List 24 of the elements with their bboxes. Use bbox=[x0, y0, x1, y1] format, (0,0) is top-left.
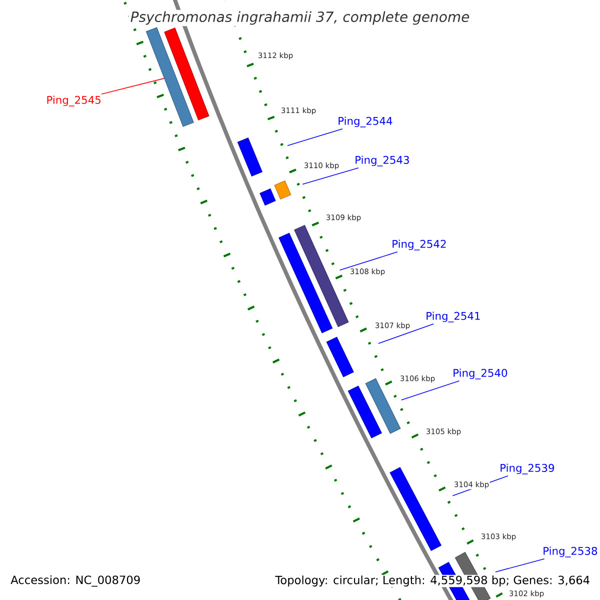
leader-line bbox=[101, 78, 164, 94]
leader-line bbox=[302, 168, 359, 185]
leader-line bbox=[400, 380, 460, 400]
leader-line bbox=[339, 252, 398, 271]
accession-text: Accession: NC_008709 bbox=[10, 575, 140, 587]
gene-bar bbox=[164, 28, 210, 120]
genome-info: Topology: circular; Length: 4,559,598 bp; Genes: 3,664 bbox=[274, 574, 591, 588]
gene-bar bbox=[365, 378, 401, 434]
gene-bar bbox=[326, 336, 354, 378]
gene-label: Ping_2543 bbox=[356, 156, 409, 166]
gene-label: Ping_2542 bbox=[392, 240, 446, 250]
gene-bar bbox=[294, 224, 349, 328]
leader-line bbox=[495, 558, 545, 572]
gene-bar bbox=[146, 27, 194, 127]
gene-label: Ping_2538 bbox=[544, 546, 598, 558]
gene-bar bbox=[278, 232, 333, 334]
gene-label: Ping_2539 bbox=[500, 464, 554, 474]
title: Psychromonas ingrahamii 37, complete genome bbox=[128, 10, 472, 26]
gene-label: Ping_2545 bbox=[47, 96, 100, 106]
gene-label: Ping_2540 bbox=[454, 368, 508, 380]
gene-label: Ping_2541 bbox=[426, 312, 480, 322]
leader-line bbox=[287, 128, 343, 146]
leader-line bbox=[378, 324, 434, 344]
gene-label: Ping_2544 bbox=[338, 116, 392, 128]
